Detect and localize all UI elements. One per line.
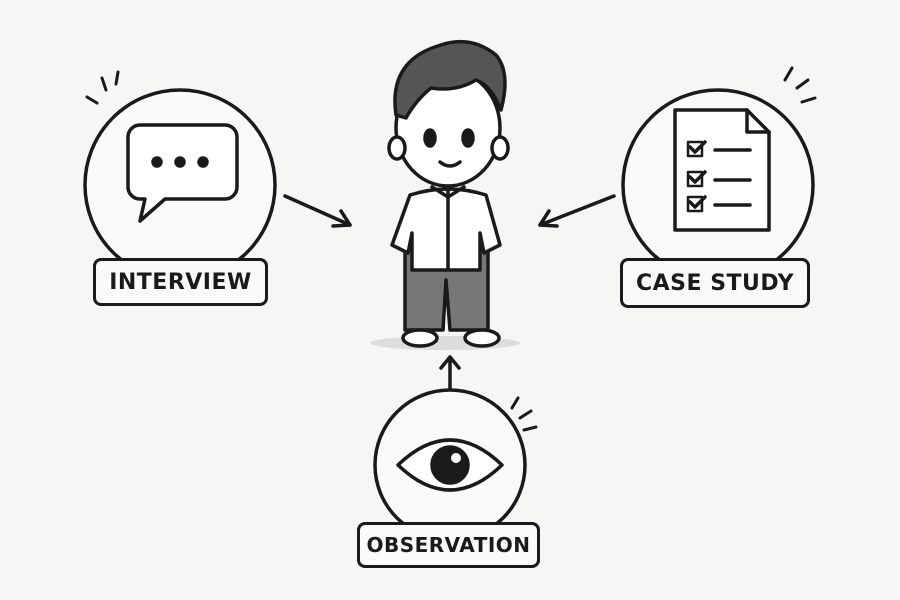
arrow-interview-to-person: [283, 194, 352, 228]
speech-bubble-icon: [126, 123, 239, 223]
emphasis-marks-icon: [783, 66, 817, 104]
case-study-label: CASE STUDY: [620, 258, 810, 308]
observation-label: OBSERVATION: [357, 522, 540, 568]
eye-icon: [396, 438, 504, 492]
emphasis-marks-icon: [85, 70, 120, 105]
arrow-case-study-to-person: [538, 194, 616, 228]
emphasis-marks-icon: [510, 396, 538, 432]
person-icon: [370, 39, 520, 350]
arrow-observation-to-person: [439, 355, 461, 390]
checklist-document-icon: [673, 108, 771, 232]
interview-label: INTERVIEW: [93, 258, 268, 306]
